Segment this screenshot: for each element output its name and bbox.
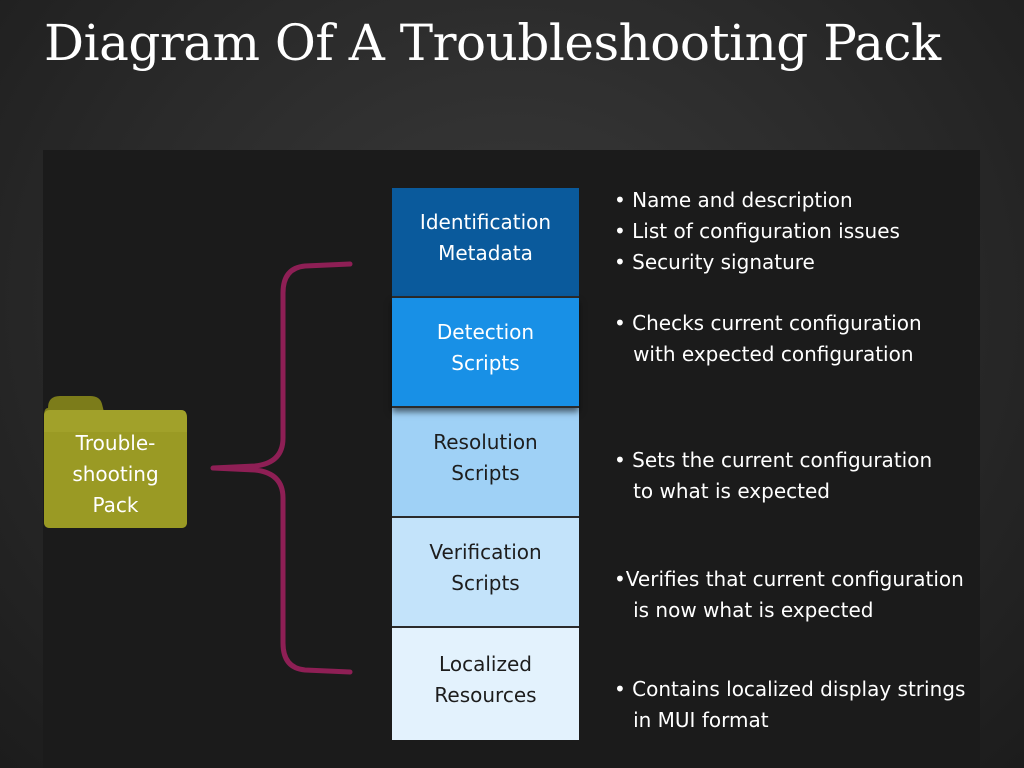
description-localized: • Contains localized display strings in …	[614, 677, 966, 732]
block-verification-scripts: Verification Scripts	[392, 518, 579, 628]
block-label-line: Metadata	[438, 241, 533, 265]
component-stack: Identification Metadata Detection Script…	[392, 188, 579, 740]
description-verification: •Verifies that current configuration is …	[614, 567, 964, 622]
page-title: Diagram Of A Troubleshooting Pack	[44, 14, 941, 72]
block-localized-resources: Localized Resources	[392, 628, 579, 740]
folder-label-line: Trouble-	[75, 431, 156, 455]
description-resolution: • Sets the current configuration to what…	[614, 448, 933, 503]
folder-icon	[44, 396, 187, 528]
folder-label-line: shooting	[72, 462, 159, 486]
description-detection: • Checks current configuration with expe…	[614, 311, 922, 366]
block-label-line: Verification	[429, 540, 542, 564]
description-identification: • Name and description • List of configu…	[614, 188, 900, 274]
folder-label: Trouble- shooting Pack	[42, 428, 189, 521]
block-label-line: Scripts	[451, 351, 520, 375]
block-label-line: Resources	[434, 683, 537, 707]
block-detection-scripts: Detection Scripts	[392, 298, 579, 408]
block-resolution-scripts: Resolution Scripts	[392, 408, 579, 518]
block-identification-metadata: Identification Metadata	[392, 188, 579, 298]
block-label-line: Scripts	[451, 571, 520, 595]
block-label-line: Localized	[439, 652, 532, 676]
curly-brace	[210, 261, 353, 675]
block-label-line: Identification	[419, 210, 552, 234]
block-label-line: Resolution	[433, 430, 538, 454]
block-label-line: Detection	[436, 320, 535, 344]
block-label-line: Scripts	[451, 461, 520, 485]
folder-label-line: Pack	[92, 493, 139, 517]
